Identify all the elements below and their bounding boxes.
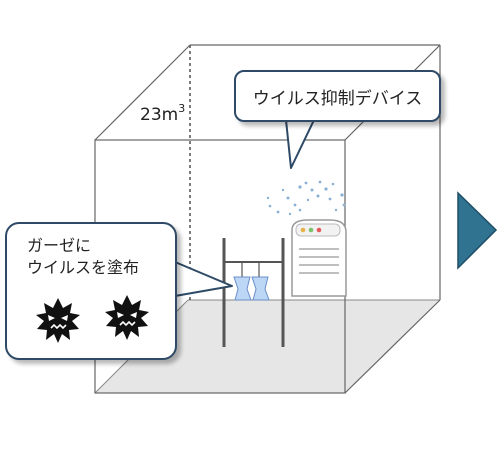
- room-size-label: 23m3: [140, 102, 186, 125]
- device-callout: ウイルス抑制デバイス: [234, 70, 441, 122]
- air-purifier-icon: [291, 219, 347, 297]
- gauze-callout-line-2: ウイルスを塗布: [27, 258, 140, 277]
- room-floor: [95, 300, 440, 393]
- device-callout-tail: [285, 119, 315, 169]
- virus-icon: [105, 295, 149, 340]
- device-callout-text: ウイルス抑制デバイス: [252, 88, 423, 109]
- virus-icon: [36, 298, 80, 343]
- drying-rack-icon: [222, 238, 285, 347]
- gauze-callout: ガーゼに ウイルスを塗布: [5, 222, 177, 360]
- emission-dots: [266, 180, 346, 216]
- gauze-callout-line-1: ガーゼに: [27, 236, 92, 255]
- next-arrow-icon: [457, 191, 498, 270]
- gauze-piece-icon: [233, 276, 252, 301]
- gauze-piece-icon: [251, 276, 270, 301]
- virus-group: [36, 295, 149, 343]
